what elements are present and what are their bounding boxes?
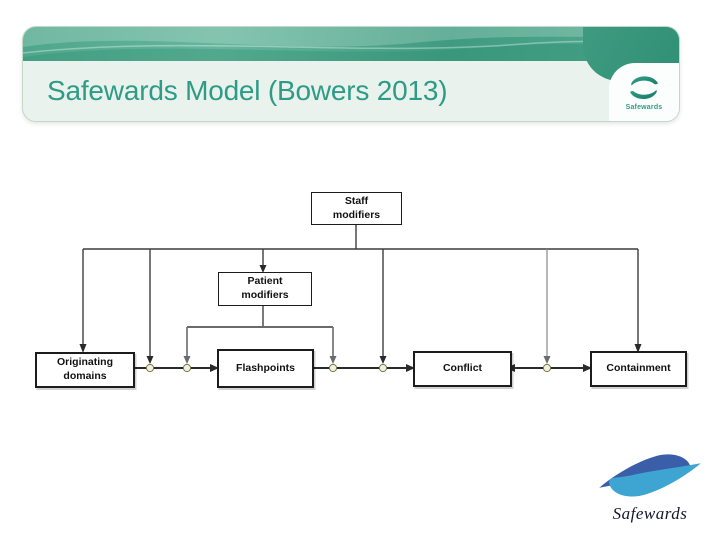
junction-node: [378, 363, 388, 373]
node-label: Containment: [606, 362, 671, 375]
junction-node: [182, 363, 192, 373]
junction-node: [542, 363, 552, 373]
node-label: Originating domains: [57, 356, 113, 382]
node-patient-modifiers: Patient modifiers: [218, 272, 312, 306]
arrowhead-icon: [379, 356, 387, 364]
arrowhead-icon: [146, 356, 154, 364]
safewards-wave-icon: [599, 454, 701, 497]
node-originating-domains: Originating domains: [35, 352, 135, 388]
header-logo-text: Safewards: [625, 104, 663, 111]
slide-title: Safewards Model (Bowers 2013): [47, 75, 448, 106]
node-conflict: Conflict: [413, 351, 512, 387]
node-label: Conflict: [442, 362, 483, 375]
header-card: Safewards Safewards Model (Bowers 2013): [22, 26, 680, 122]
node-label: Staff modifiers: [332, 194, 381, 221]
header-logo-panel: Safewards: [609, 63, 679, 121]
arrowhead-icon: [543, 356, 551, 364]
header-band: [23, 27, 679, 61]
junction-node: [145, 363, 155, 373]
footer-logo: Safewards: [592, 446, 708, 524]
node-flashpoints: Flashpoints: [217, 349, 314, 388]
node-label: Flashpoints: [236, 361, 295, 374]
node-staff-modifiers: Staff modifiers: [311, 192, 402, 225]
junction-node: [328, 363, 338, 373]
safewards-s-icon: [630, 76, 658, 100]
arrowhead-icon: [329, 356, 337, 364]
node-label: Patient modifiers: [241, 275, 289, 301]
wave-decoration-icon: [23, 27, 679, 61]
node-containment: Containment: [590, 351, 687, 387]
arrowhead-icon: [183, 356, 191, 364]
footer-logo-text: Safewards: [612, 504, 688, 523]
